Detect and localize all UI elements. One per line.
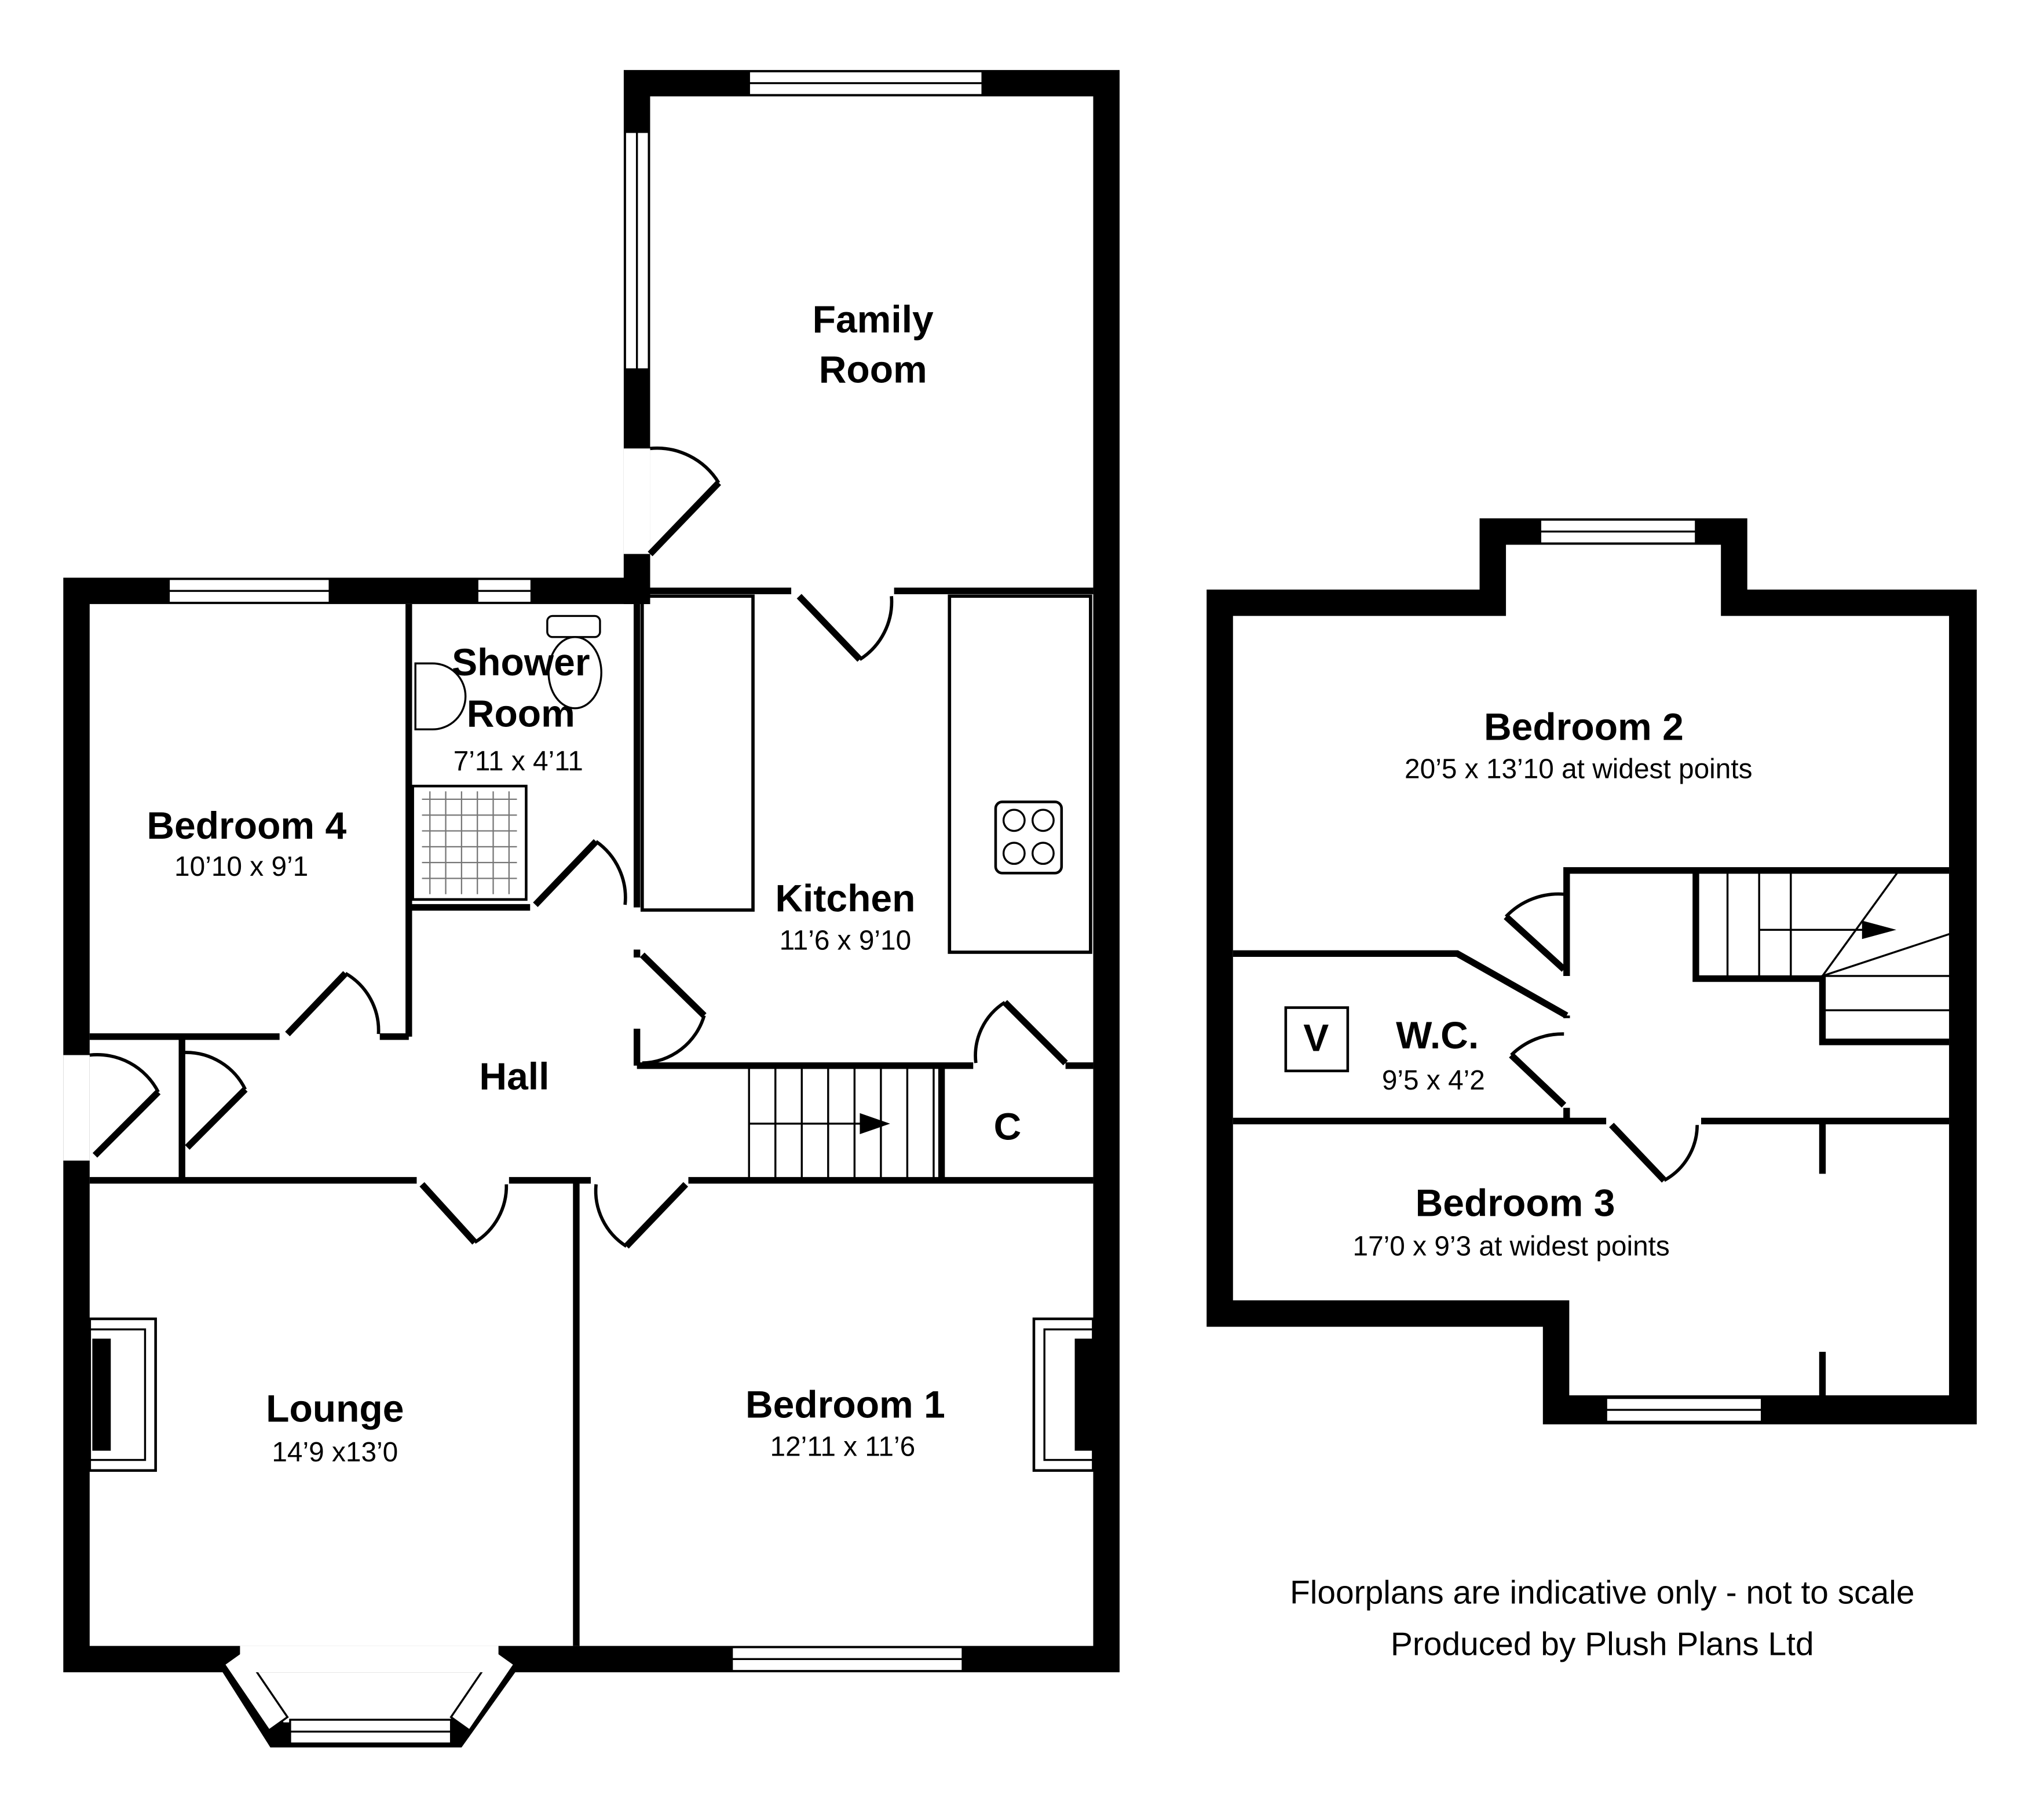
room-dims-bedroom-4: 10’10 x 9’1 xyxy=(174,851,308,882)
room-dims-wc: 9’5 x 4’2 xyxy=(1382,1065,1485,1096)
exterior-walls-upper xyxy=(1206,518,1977,1425)
fireplace-lounge xyxy=(88,1317,157,1472)
windows xyxy=(167,70,983,1672)
room-dims-bedroom-1: 12’11 x 11’6 xyxy=(770,1432,916,1463)
doors xyxy=(89,446,1068,1249)
room-dims-shower-room: 7’11 x 4’11 xyxy=(454,746,583,777)
interior-walls xyxy=(89,587,1094,1646)
toilet-icon xyxy=(546,615,601,638)
stair-arrow-icon-upper xyxy=(1862,920,1897,939)
shower-tray-icon xyxy=(411,784,528,901)
v-marker-box xyxy=(1284,1006,1350,1073)
room-label-family-room: Family xyxy=(813,298,934,341)
room-label-bedroom-3: Bedroom 3 xyxy=(1416,1181,1615,1224)
room-label-shower-room-2: Room xyxy=(467,692,575,735)
room-label-family-room-2: Room xyxy=(819,348,927,390)
stairs xyxy=(748,1068,935,1178)
credit: Produced by Plush Plans Ltd xyxy=(1391,1626,1814,1663)
room-dims-bedroom-3: 17’0 x 9’3 at widest points xyxy=(1353,1231,1670,1262)
room-label-cupboard: C xyxy=(994,1105,1022,1147)
sink-icon xyxy=(414,662,467,730)
doors-upper xyxy=(1504,892,1699,1183)
room-label-bedroom-4: Bedroom 4 xyxy=(147,804,346,847)
room-label-bedroom-2: Bedroom 2 xyxy=(1484,705,1684,748)
room-dims-bedroom-2: 20’5 x 13’10 at widest points xyxy=(1405,754,1753,784)
wc-v-marker: V xyxy=(1303,1017,1329,1059)
fireplace-bedroom-1 xyxy=(1032,1317,1095,1472)
stair-arrow-icon xyxy=(860,1113,890,1135)
room-label-shower-room: Shower xyxy=(452,641,590,683)
room-label-bedroom-1: Bedroom 1 xyxy=(745,1383,945,1426)
room-label-hall: Hall xyxy=(479,1055,549,1098)
room-label-wc: W.C. xyxy=(1396,1014,1479,1056)
disclaimer: Floorplans are indicative only - not to … xyxy=(1290,1574,1915,1611)
room-label-lounge: Lounge xyxy=(266,1387,404,1430)
first-floor: V Bedroom 2 20’5 x 13’10 at widest point… xyxy=(1206,518,1977,1425)
stairs-upper xyxy=(1726,869,1963,1011)
room-label-kitchen: Kitchen xyxy=(775,876,915,919)
hob-icon xyxy=(994,800,1063,875)
bay-window xyxy=(217,1646,521,1748)
room-dims-lounge: 14’9 x13’0 xyxy=(272,1437,398,1468)
ground-floor: Family Room Shower Room 7’11 x 4’11 Bedr… xyxy=(63,70,1120,1748)
fixtures xyxy=(88,615,1095,1472)
room-dims-kitchen: 11’6 x 9’10 xyxy=(780,925,912,956)
